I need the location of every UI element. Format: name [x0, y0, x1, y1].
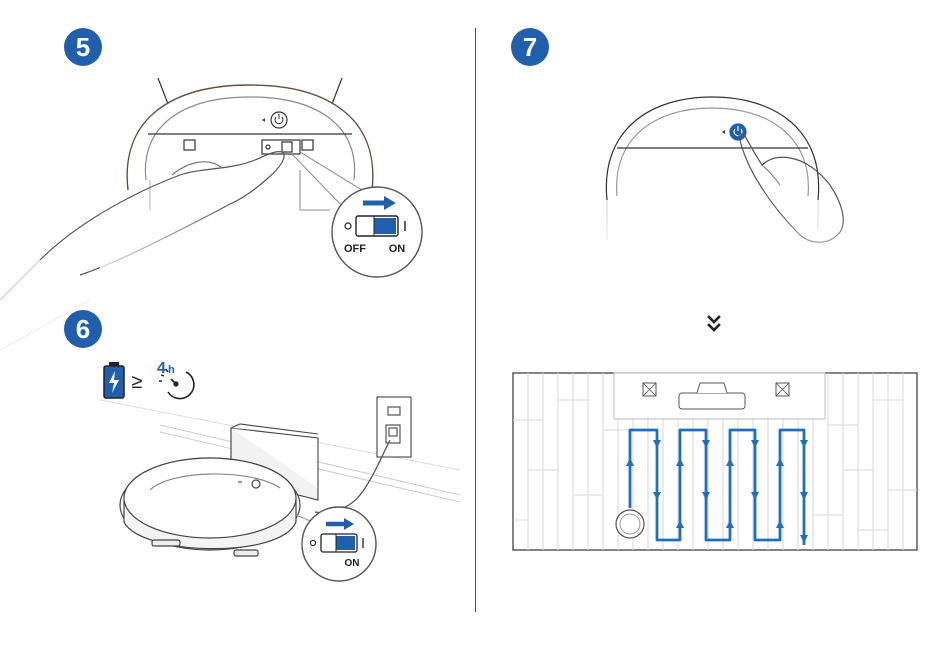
battery-charging-icon	[104, 362, 124, 398]
on-label-step5: ON	[389, 243, 406, 255]
sensor-right	[302, 140, 313, 150]
switch-callout-step5: OFF ON	[332, 187, 422, 277]
robot-docked	[120, 458, 300, 556]
charge-comparator: ≥	[132, 371, 143, 393]
sensor-left	[184, 140, 195, 150]
double-chevron-down-icon	[709, 317, 719, 330]
switch-callout-step6: ON	[302, 507, 376, 581]
charge-unit: h	[168, 364, 175, 376]
wall-outlet	[377, 397, 411, 457]
robot-body-inner	[145, 97, 354, 180]
floor-plan	[513, 373, 917, 550]
on-label-step6: ON	[345, 558, 360, 569]
off-label-step5: OFF	[344, 243, 366, 255]
step-6-illustration: ≥ 4 h	[100, 360, 460, 556]
side-brush-left	[158, 78, 168, 104]
side-brush-right	[332, 78, 342, 104]
